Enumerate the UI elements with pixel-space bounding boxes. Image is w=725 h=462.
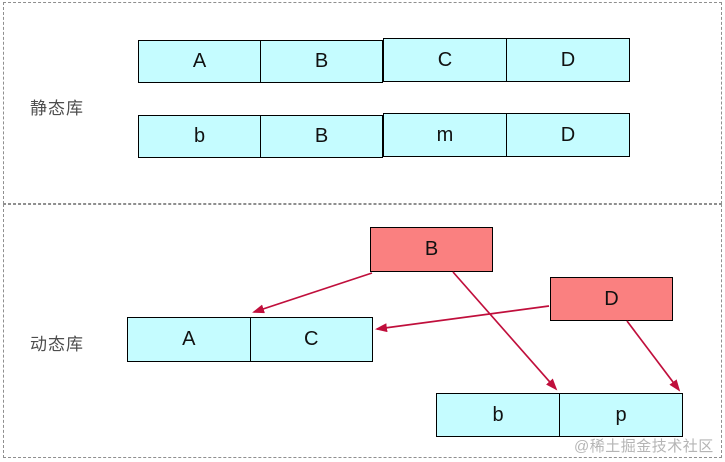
- dynamic-cell-b: b: [492, 403, 504, 426]
- static-row2-cell-m: m: [436, 123, 454, 146]
- dynamic-lib-ac-group: A C: [127, 317, 373, 362]
- static-row1-left-group: A B: [138, 40, 383, 83]
- static-row2-right-group: m D: [383, 113, 630, 157]
- static-row1-cell-b: B: [260, 41, 382, 82]
- dynamic-source-box-b: B: [370, 227, 493, 272]
- static-row1-cell-a: A: [192, 50, 207, 72]
- static-row1-cell-c: C: [437, 48, 453, 71]
- dynamic-source-box-d: D: [550, 277, 673, 321]
- static-row2-left-group: b B: [138, 115, 383, 158]
- static-section-panel: [3, 2, 722, 204]
- dynamic-cell-a: A: [182, 328, 196, 350]
- static-section-label: 静态库: [30, 99, 84, 118]
- static-row2-cell-b-upper: B: [260, 116, 382, 157]
- static-row1-cell-d: D: [506, 39, 629, 81]
- dynamic-section-label: 动态库: [30, 335, 84, 354]
- watermark: @稀土掘金技术社区: [574, 438, 714, 455]
- static-row1-right-group: C D: [383, 38, 630, 82]
- dynamic-cell-p: p: [559, 394, 682, 436]
- dynamic-lib-bp-group: b p: [436, 393, 683, 437]
- dynamic-section-panel: [3, 204, 722, 458]
- static-row2-cell-d: D: [506, 114, 629, 156]
- static-row2-cell-b-lower: b: [193, 125, 206, 147]
- dynamic-cell-c: C: [249, 318, 373, 361]
